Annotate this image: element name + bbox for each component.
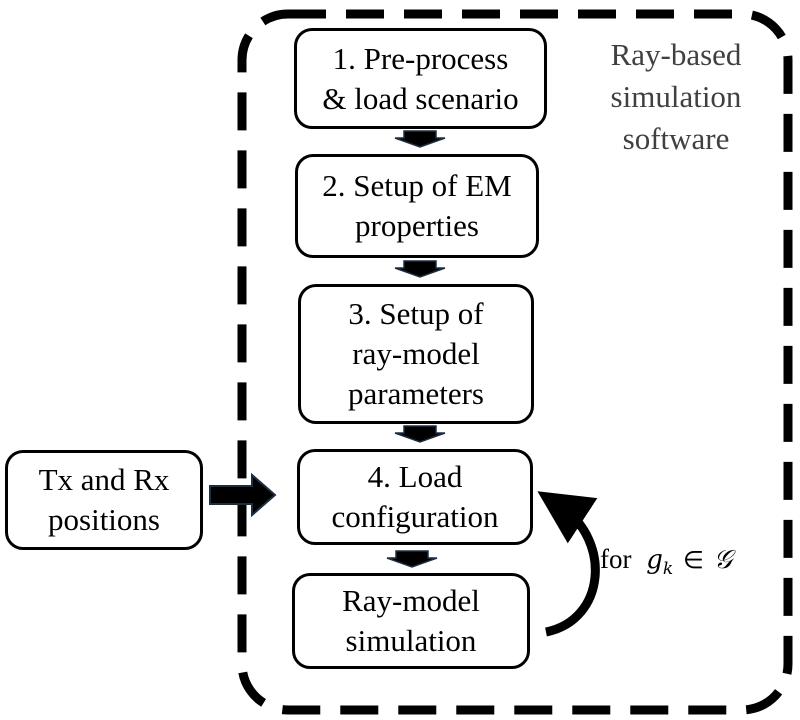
loop-condition-label: for gk ∈ 𝒢 xyxy=(600,541,732,587)
step-ray-model-parameters-box: 3. Setup of ray-model parameters xyxy=(298,284,534,424)
arrow-step2-to-step3 xyxy=(394,260,446,278)
step-em-properties-box: 2. Setup of EM properties xyxy=(295,154,539,258)
arrow-input-to-step4 xyxy=(209,472,277,518)
input-positions-box: Tx and Rx positions xyxy=(5,450,203,550)
step-line: properties xyxy=(355,208,479,243)
arrow-step1-to-step2 xyxy=(394,130,446,148)
input-line: Tx and Rx xyxy=(38,462,170,497)
loop-variable-symbol: g xyxy=(646,545,663,575)
loop-set: 𝒢 xyxy=(713,545,733,575)
input-line: positions xyxy=(48,502,160,537)
loop-text: for xyxy=(600,544,632,574)
software-label-line: simulation xyxy=(610,79,742,114)
loop-arrow xyxy=(537,491,600,637)
software-boundary xyxy=(237,9,793,715)
step-line: 3. Setup of xyxy=(348,296,484,331)
step-line: simulation xyxy=(345,623,477,658)
software-label-line: Ray-based xyxy=(610,37,742,72)
step-line: 2. Setup of EM xyxy=(322,168,512,203)
software-label: Ray-based simulation software xyxy=(588,34,764,160)
step-line: 1. Pre-process xyxy=(332,40,509,76)
step-line: configuration xyxy=(331,499,499,534)
arrow-step4-to-step5 xyxy=(386,550,438,568)
arrow-step3-to-step4 xyxy=(394,425,446,443)
step-load-configuration-box: 4. Load configuration xyxy=(297,449,533,545)
step-line: Ray-model xyxy=(342,583,480,618)
step-line: parameters xyxy=(348,376,484,411)
step-ray-model-simulation-box: Ray-model simulation xyxy=(292,573,530,669)
loop-relation: ∈ xyxy=(682,546,704,574)
step-line: & load scenario xyxy=(322,80,519,116)
loop-variable: gk xyxy=(646,545,673,579)
step-preprocess-box: 1. Pre-process & load scenario xyxy=(294,28,547,129)
software-label-line: software xyxy=(622,121,730,156)
step-line: 4. Load xyxy=(367,459,463,494)
loop-subscript: k xyxy=(662,559,674,580)
step-line: ray-model xyxy=(352,336,480,371)
